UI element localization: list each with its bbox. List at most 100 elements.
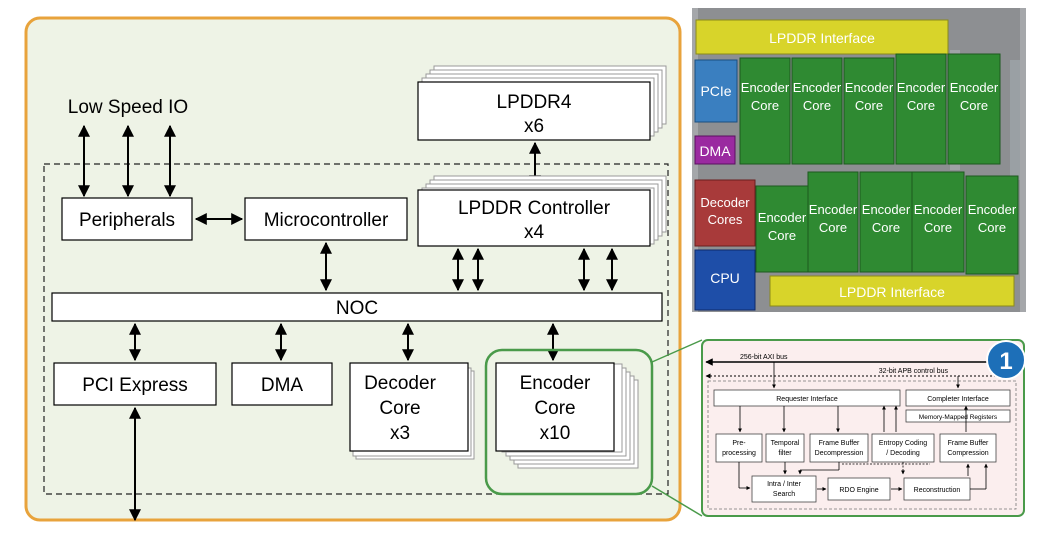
fb-compression-box [939, 433, 997, 463]
decoder-label-1: Decoder [364, 373, 436, 394]
die-encoder-tile [739, 57, 791, 165]
intra-inter-label-2: Search [773, 491, 795, 498]
die-encoder-tile [791, 57, 843, 165]
encoder-core-box [495, 362, 615, 452]
peripherals-box [61, 197, 193, 241]
die-encoder-tile [807, 171, 859, 273]
die-dma-block [694, 135, 736, 165]
detail-badge [986, 340, 1026, 380]
pre-processing-box [715, 433, 763, 463]
die-encoder-tile [911, 171, 965, 273]
lpddr4-stack [417, 65, 667, 141]
die-encoder-tile-label: Encoder [897, 80, 946, 95]
lpddr4-box [417, 81, 651, 141]
entropy-coding-label-2: / Decoding [886, 450, 920, 457]
lpddr-controller-stack [417, 175, 667, 247]
die-shot: LPDDR Interface LPDDR Interface PCIe DMA… [692, 8, 1026, 312]
fb-decompression-label-1: Frame Buffer [819, 440, 860, 447]
intra-inter-label-1: Intra / Inter [767, 481, 802, 488]
microcontroller-label: Microcontroller [264, 210, 389, 231]
block-diagram: Low Speed IO Peripherals Microcontroller… [24, 16, 682, 522]
temporal-filter-box [765, 433, 805, 463]
encoder-stack [495, 362, 639, 469]
pre-processing-label-1: Pre- [732, 440, 746, 447]
peripherals-label: Peripherals [79, 210, 175, 231]
completer-interface-label: Completer Interface [927, 396, 989, 403]
die-encoder-tile [947, 53, 1001, 165]
rdo-engine-box [827, 477, 891, 501]
low-speed-io-label: Low Speed IO [68, 97, 188, 118]
reconstruction-label: Reconstruction [914, 487, 961, 494]
die-encoder-tile-label: Core [978, 220, 1006, 235]
die-decoder-label-1: Decoder [700, 195, 750, 210]
fb-compression-label-2: Compression [947, 450, 988, 457]
detail-inner-dashed [707, 380, 1017, 510]
requester-interface-box [713, 389, 901, 407]
pre-processing-label-2: processing [722, 450, 756, 457]
temporal-filter-label-2: filter [778, 450, 792, 457]
lpddr4-count: x6 [524, 116, 544, 137]
detail-panel [701, 339, 1025, 517]
zoom-connector-top [651, 339, 703, 363]
soc-dashed-boundary [43, 163, 669, 495]
lpddr-controller-label: LPDDR Controller [458, 198, 611, 219]
die-encoder-tiles: EncoderCoreEncoderCoreEncoderCoreEncoder… [739, 53, 1019, 275]
die-encoder-tile-label: Encoder [809, 202, 858, 217]
pci-express-box [53, 362, 217, 406]
decoder-stack [349, 362, 475, 460]
temporal-filter-label-1: Temporal [771, 440, 800, 447]
die-encoder-tile-label: Encoder [914, 202, 963, 217]
die-encoder-tile-label: Encoder [862, 202, 911, 217]
die-encoder-tile-label: Core [819, 220, 847, 235]
microcontroller-box [244, 197, 408, 241]
dma-box [231, 362, 333, 406]
lpddr4-label: LPDDR4 [497, 92, 572, 113]
apb-bus-label: 32-bit APB control bus [879, 368, 949, 375]
zoom-connector-bottom [651, 485, 703, 517]
encoder-label-3: x10 [540, 423, 571, 444]
lpddr-controller-count: x4 [524, 222, 545, 243]
rdo-engine-label: RDO Engine [839, 487, 878, 494]
encoder-highlight-frame [484, 348, 654, 496]
pci-express-label: PCI Express [82, 375, 188, 396]
dma-label: DMA [261, 375, 304, 396]
die-encoder-tile-label: Core [803, 98, 831, 113]
fb-decompression-box [809, 433, 869, 463]
die-encoder-tile-label: Core [768, 228, 796, 243]
noc-label: NOC [336, 298, 378, 319]
die-lpddr-top-label: LPDDR Interface [769, 30, 875, 46]
encoder-label-1: Encoder [520, 373, 591, 394]
die-encoder-tile-label: Encoder [845, 80, 894, 95]
decoder-core-box [349, 362, 469, 452]
die-encoder-tile-label: Encoder [793, 80, 842, 95]
die-encoder-tile-label: Core [960, 98, 988, 113]
die-decoder-label-2: Cores [708, 212, 743, 227]
die-pcie-label: PCIe [700, 83, 731, 99]
completer-interface-box [905, 389, 1011, 407]
die-dma-label: DMA [699, 143, 731, 159]
die-lpddr-bottom-label: LPDDR Interface [839, 284, 945, 300]
die-cpu-block [694, 249, 756, 311]
fb-compression-label-1: Frame Buffer [948, 440, 989, 447]
noc-bar [51, 292, 663, 322]
die-lpddr-top [695, 19, 949, 55]
decoder-label-2: Core [379, 398, 420, 419]
entropy-coding-label-1: Entropy Coding [879, 440, 927, 447]
encoder-label-2: Core [534, 398, 575, 419]
die-encoder-tile [755, 185, 809, 273]
requester-interface-label: Requester Interface [776, 396, 838, 403]
die-encoder-tile-label: Core [751, 98, 779, 113]
die-encoder-tile-label: Core [907, 98, 935, 113]
die-pcie-block [694, 59, 738, 123]
entropy-coding-box [871, 433, 935, 463]
memory-mapped-registers-label: Memory-Mapped Registers [919, 414, 998, 421]
detail-badge-number: 1 [999, 348, 1012, 375]
die-encoder-tile [895, 53, 947, 165]
die-encoder-tile-label: Core [924, 220, 952, 235]
die-encoder-tile [843, 57, 895, 165]
die-encoder-tile-label: Core [855, 98, 883, 113]
die-cpu-label: CPU [710, 270, 740, 286]
die-encoder-tile-label: Core [872, 220, 900, 235]
lpddr-controller-box [417, 189, 651, 247]
